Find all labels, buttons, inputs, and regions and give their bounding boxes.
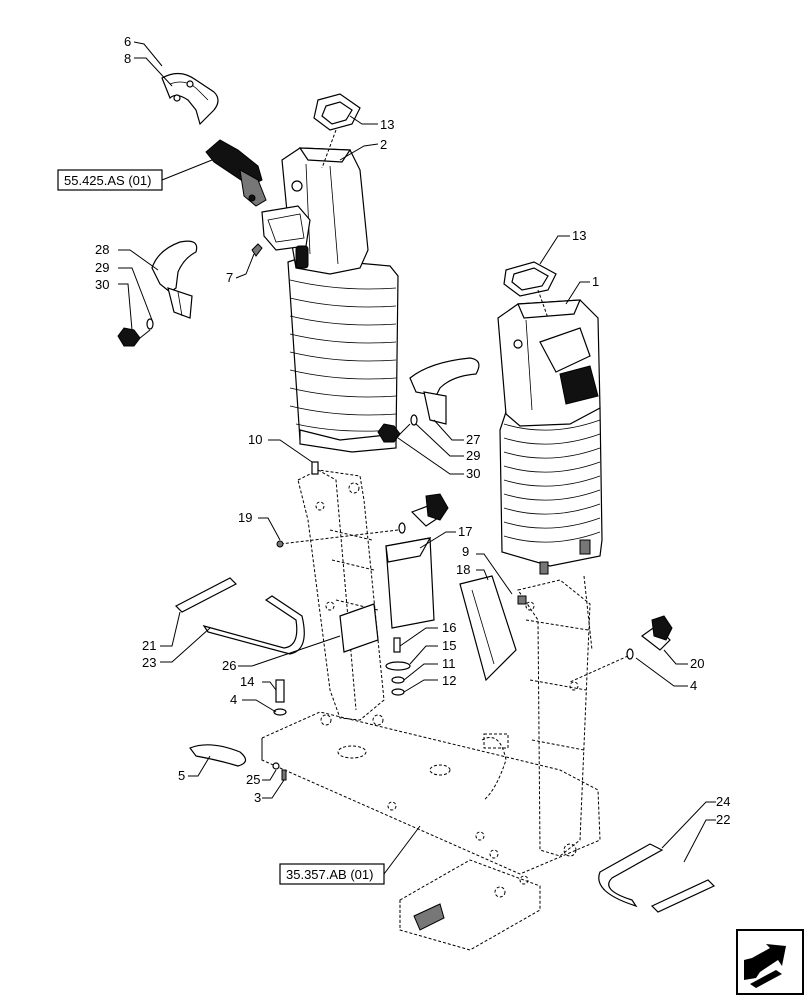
seal-24-22 xyxy=(598,843,716,913)
knob-19-side xyxy=(276,493,449,548)
right-console-gasket xyxy=(503,261,557,319)
callout-11: 11 xyxy=(442,656,456,671)
callout-4-right: 4 xyxy=(690,678,697,693)
knob-30-right xyxy=(377,414,418,443)
callout-9: 9 xyxy=(462,544,469,559)
cover-plate-17 xyxy=(385,537,435,629)
clip-5 xyxy=(189,744,247,767)
bolt-14 xyxy=(273,679,287,716)
knob-30-left xyxy=(117,318,154,347)
armrest-28 xyxy=(151,240,198,319)
callout-24: 24 xyxy=(716,794,730,809)
callout-27: 27 xyxy=(466,432,480,447)
right-console-assembly xyxy=(497,261,603,575)
next-page-arrow-icon[interactable] xyxy=(736,929,804,995)
switch-module xyxy=(205,139,267,207)
right-console-bellows xyxy=(499,407,603,575)
callout-26: 26 xyxy=(222,658,236,673)
callout-19: 19 xyxy=(238,510,252,525)
callout-30-left: 30 xyxy=(95,277,109,292)
callout-2: 2 xyxy=(380,137,387,152)
bolt-10 xyxy=(311,461,319,475)
seat-frame xyxy=(261,469,601,951)
bracket-6-8 xyxy=(161,72,219,126)
callout-10: 10 xyxy=(248,432,262,447)
callout-20: 20 xyxy=(690,656,704,671)
callout-13-top: 13 xyxy=(380,117,394,132)
callout-29-left: 29 xyxy=(95,260,109,275)
callout-13-right: 13 xyxy=(572,228,586,243)
callout-25: 25 xyxy=(246,772,260,787)
reference-35-357[interactable]: 35.357.AB (01) xyxy=(279,863,385,885)
callout-30-right: 30 xyxy=(466,466,480,481)
callout-6: 6 xyxy=(124,34,131,49)
screw-25-3 xyxy=(272,762,287,781)
callout-7: 7 xyxy=(226,270,233,285)
callout-21: 21 xyxy=(142,638,156,653)
reference-55-425-label[interactable]: 55.425.AS (01) xyxy=(64,173,151,188)
pad-26 xyxy=(339,603,379,653)
callout-23: 23 xyxy=(142,655,156,670)
knob-20 xyxy=(569,615,673,683)
left-console-assembly xyxy=(261,93,399,453)
screw-7 xyxy=(251,243,263,257)
bracket-9 xyxy=(517,595,527,605)
left-console-housing xyxy=(261,147,369,275)
callout-22: 22 xyxy=(716,812,730,827)
callout-17: 17 xyxy=(458,524,472,539)
right-console-housing xyxy=(497,299,601,427)
callout-12: 12 xyxy=(442,673,456,688)
plate-18 xyxy=(459,575,517,682)
left-console-bellows xyxy=(287,257,399,453)
callout-16: 16 xyxy=(442,620,456,635)
callout-8: 8 xyxy=(124,51,131,66)
armrest-27 xyxy=(409,357,480,425)
callout-15: 15 xyxy=(442,638,456,653)
callout-14: 14 xyxy=(240,674,254,689)
reference-55-425[interactable]: 55.425.AS (01) xyxy=(57,169,163,191)
callout-3: 3 xyxy=(254,790,261,805)
seal-21-23 xyxy=(174,577,305,655)
callout-28: 28 xyxy=(95,242,109,257)
reference-35-357-label[interactable]: 35.357.AB (01) xyxy=(286,867,373,882)
callout-1: 1 xyxy=(592,274,599,289)
callout-4-left: 4 xyxy=(230,692,237,707)
callout-29-right: 29 xyxy=(466,448,480,463)
callout-numbers: 6 8 13 2 7 28 29 30 13 1 27 29 30 10 19 … xyxy=(95,34,730,827)
screw-stack xyxy=(385,637,411,696)
callout-18: 18 xyxy=(456,562,470,577)
left-console-gasket xyxy=(313,93,361,169)
callout-5: 5 xyxy=(178,768,185,783)
